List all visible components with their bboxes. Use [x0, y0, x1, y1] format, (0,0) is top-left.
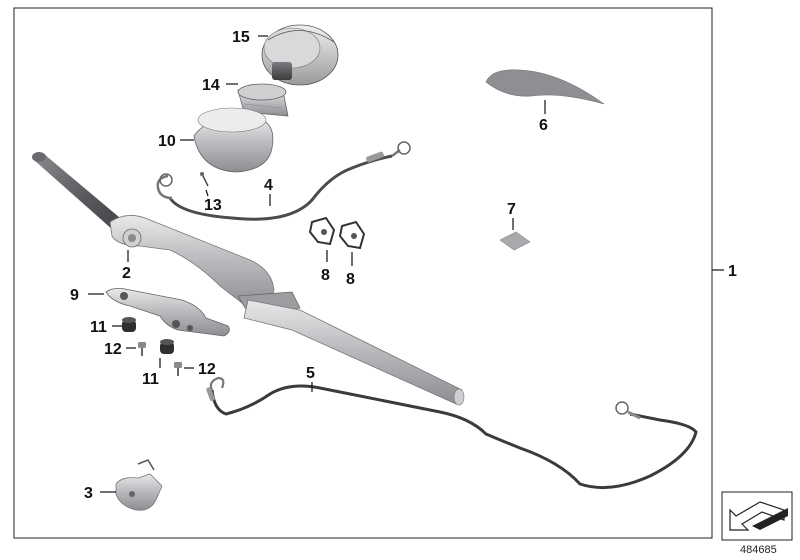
label-1: 1 [728, 263, 737, 280]
part-8-clamp-a [308, 216, 336, 246]
label-12b: 12 [198, 361, 216, 378]
label-6: 6 [539, 117, 548, 134]
part-7-pad [499, 231, 531, 251]
label-10: 10 [158, 133, 176, 150]
label-7: 7 [507, 201, 516, 218]
part-4-hose [156, 141, 411, 221]
diagram-frame [13, 7, 713, 539]
part-2-handlebar [32, 152, 465, 406]
part-8-clamp-b [338, 220, 366, 250]
diagram-direction-arrow-icon [721, 491, 793, 541]
part-9-bracket [105, 288, 230, 337]
part-15-cap [261, 24, 339, 86]
label-13: 13 [204, 197, 222, 214]
part-11-damper-b [160, 339, 174, 354]
label-14: 14 [202, 77, 220, 94]
label-2: 2 [122, 265, 131, 282]
part-12-bolt-a [138, 342, 146, 356]
part-13-screw [200, 172, 209, 187]
diagram-number: 484685 [740, 544, 777, 556]
part-5-hose [206, 376, 698, 490]
part-14-ring [237, 83, 289, 117]
part-6-cover [485, 69, 605, 105]
part-10-weight [193, 107, 274, 173]
part-12-bolt-b [174, 362, 182, 376]
part-11-damper-a [122, 317, 136, 332]
leader-13 [205, 189, 209, 197]
label-8a: 8 [321, 267, 330, 284]
label-15: 15 [232, 29, 250, 46]
label-4: 4 [264, 177, 273, 194]
label-8b: 8 [346, 271, 355, 288]
label-12a: 12 [104, 341, 122, 358]
label-9: 9 [70, 287, 79, 304]
label-3: 3 [84, 485, 93, 502]
part-3-bracket [115, 459, 163, 511]
label-5: 5 [306, 365, 315, 382]
label-11a: 11 [90, 319, 107, 336]
label-11b: 11 [142, 371, 159, 388]
